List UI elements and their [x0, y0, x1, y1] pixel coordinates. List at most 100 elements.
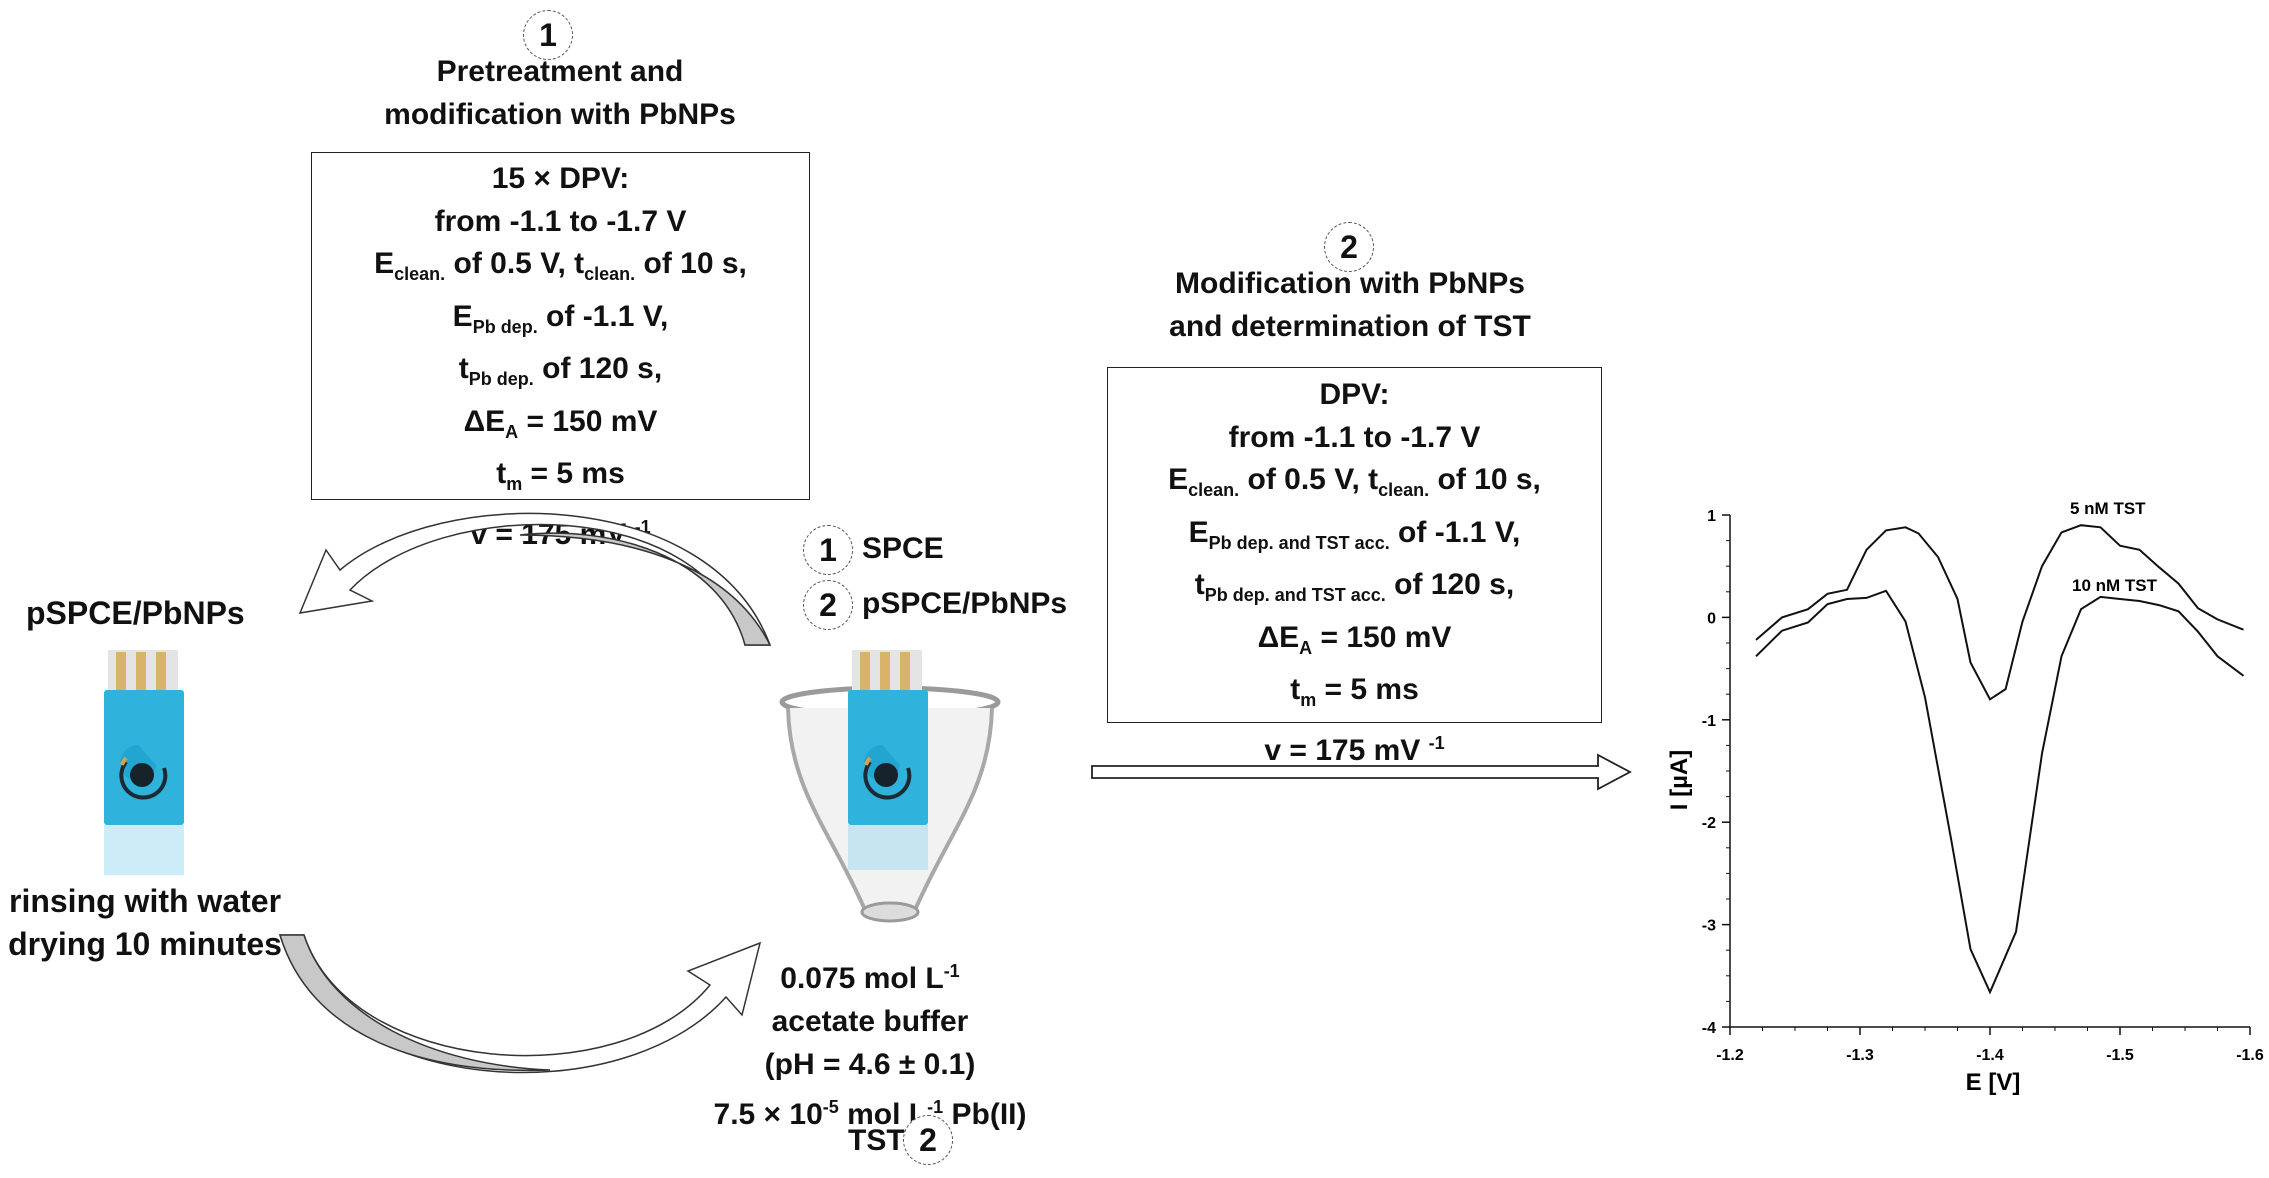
text-span: t [458, 352, 469, 385]
cycle-arrows [278, 512, 772, 1074]
solution-line2: acetate buffer [771, 1005, 969, 1038]
step1-box-line: tm = 5 ms [312, 453, 809, 506]
step1-box-line: tPb dep. of 120 s, [312, 348, 809, 401]
series-line-10nm-tst [1755, 589, 2245, 995]
text-span: of 10 s, [635, 247, 747, 280]
subscript: clean. [584, 264, 636, 284]
text-span: = 5 ms [1316, 673, 1419, 706]
subscript: Pb dep. and TST acc. [1208, 532, 1390, 553]
x-tick-label: -1.3 [1846, 1047, 1874, 1064]
solution-line1: 0.075 mol L-1 [690, 950, 1050, 1000]
text-span: ΔE [463, 404, 506, 438]
x-tick-label: -1.4 [1976, 1047, 2004, 1064]
text-span: ΔE [1257, 620, 1300, 654]
x-tick-label: -1.5 [2106, 1047, 2134, 1064]
step1-number-badge: 1 [523, 10, 573, 60]
step2-title-line2: and determination of TST [1169, 310, 1531, 343]
y-tick-label: 0 [1707, 610, 1716, 627]
step1-title: Pretreatment and modification with PbNPs [300, 50, 820, 136]
text-span: E [374, 247, 395, 280]
legend-badge-2: 2 [803, 580, 853, 630]
step1-parameter-box: 15 × DPV: from -1.1 to -1.7 V Eclean. of… [311, 152, 810, 551]
reference-arc [863, 760, 912, 800]
step2-title-line1: Modification with PbNPs [1175, 267, 1525, 300]
subscript: Pb dep. [472, 316, 538, 337]
text-span: of 120 s, [1385, 568, 1515, 601]
series-line-5nm-tst [1755, 524, 2244, 701]
subscript: clean. [1378, 480, 1430, 500]
solution-line3: (pH = 4.6 ± 0.1) [764, 1048, 976, 1081]
step2-box-line: Eclean. of 0.5 V, tclean. of 10 s, [1108, 459, 1601, 512]
y-tick-label: -1 [1702, 713, 1716, 730]
subscript: m [506, 474, 523, 494]
series-annotation-5nm: 5 nM TST [2070, 499, 2146, 518]
superscript: -1 [927, 1097, 944, 1117]
rinse-instructions: rinsing with water drying 10 minutes [0, 880, 290, 966]
text-span: 7.5 × 10 [713, 1098, 823, 1131]
step1-box-line: EPb dep. of -1.1 V, [312, 296, 809, 349]
electrode-tail [104, 825, 184, 875]
text-span: of 10 s, [1429, 463, 1541, 496]
step1-box-line: ΔEA = 150 mV [312, 401, 809, 454]
return-arrow [298, 512, 772, 646]
series-annotation-10nm: 10 nM TST [2072, 576, 2158, 595]
step2-box-line: EPb dep. and TST acc. of -1.1 V, [1108, 512, 1601, 565]
contact-pin [860, 652, 870, 696]
solution-line4: 7.5 × 10-5 mol L-1 Pb(II) [690, 1086, 1050, 1136]
text-span: E [1188, 515, 1209, 549]
solution-description: 0.075 mol L-1 acetate buffer (pH = 4.6 ±… [690, 950, 1050, 1136]
text-span: = 150 mV [1312, 620, 1452, 654]
subscript: clean. [1188, 480, 1240, 500]
text-span: = 5 ms [522, 457, 625, 490]
y-tick-label: -3 [1702, 918, 1716, 935]
superscript: -1 [943, 961, 960, 981]
contact-pin [136, 652, 146, 696]
step2-box-line: ΔEA = 150 mV [1108, 617, 1601, 670]
contact-pin [156, 652, 166, 696]
solution-tst-badge: 2 [903, 1115, 953, 1165]
step2-box-line: tPb dep. and TST acc. of 120 s, [1108, 564, 1601, 617]
subscript: A [505, 421, 519, 442]
beaker-with-electrode [779, 650, 1001, 923]
y-tick-label: -4 [1702, 1020, 1716, 1037]
step2-box-line: from -1.1 to -1.7 V [1228, 420, 1481, 454]
step2-number-badge: 2 [1324, 222, 1374, 272]
step1-title-line2: modification with PbNPs [384, 98, 736, 131]
forward-arrow-shadow [278, 934, 551, 1072]
contact-pin [116, 652, 126, 696]
subscript: A [1299, 637, 1313, 658]
subscript: Pb dep. [468, 369, 534, 389]
electrode-tail [848, 825, 928, 870]
x-tick-label: -1.2 [1716, 1047, 1744, 1064]
electrode-illustration-left [104, 650, 184, 875]
subscript: Pb dep. and TST acc. [1204, 585, 1386, 605]
contact-pin [880, 652, 890, 696]
counter-arc [120, 756, 128, 766]
step1-box-line: Eclean. of 0.5 V, tclean. of 10 s, [312, 243, 809, 296]
step2-title: Modification with PbNPs and determinatio… [1100, 262, 1600, 348]
subscript: clean. [394, 264, 446, 284]
x-axis-title: E [V] [1966, 1069, 2021, 1096]
rinse-line1: rinsing with water [8, 883, 282, 919]
solution-tst-label: TST [848, 1124, 905, 1157]
dpv-voltammogram-chart: 10-1-2-3-4-1.2-1.3-1.4-1.5-1.6 E [V] I [… [1666, 499, 2264, 1096]
rinse-line2: drying 10 minutes [8, 926, 282, 962]
chart-series [1755, 524, 2245, 995]
text-span: E [1168, 463, 1189, 496]
chart-axes: 10-1-2-3-4-1.2-1.3-1.4-1.5-1.6 [1702, 508, 2264, 1064]
superscript: -5 [822, 1097, 839, 1117]
text-span: t [1290, 673, 1301, 706]
text-span: t [496, 457, 507, 490]
y-axis-title: I [µA] [1666, 750, 1693, 810]
legend-text-2: pSPCE/PbNPs [862, 587, 1068, 620]
legend-text-1: SPCE [862, 532, 944, 565]
text-span: of 120 s, [533, 352, 663, 385]
counter-arc [864, 756, 872, 766]
text-span: E [452, 299, 473, 333]
superscript: -1 [1428, 732, 1445, 753]
reference-arc [119, 760, 168, 800]
legend-badge-1: 1 [803, 525, 853, 575]
text-span: = 150 mV [518, 404, 658, 438]
step2-box-line: DPV: [1319, 378, 1390, 411]
step2-box-line: tm = 5 ms [1108, 669, 1601, 722]
